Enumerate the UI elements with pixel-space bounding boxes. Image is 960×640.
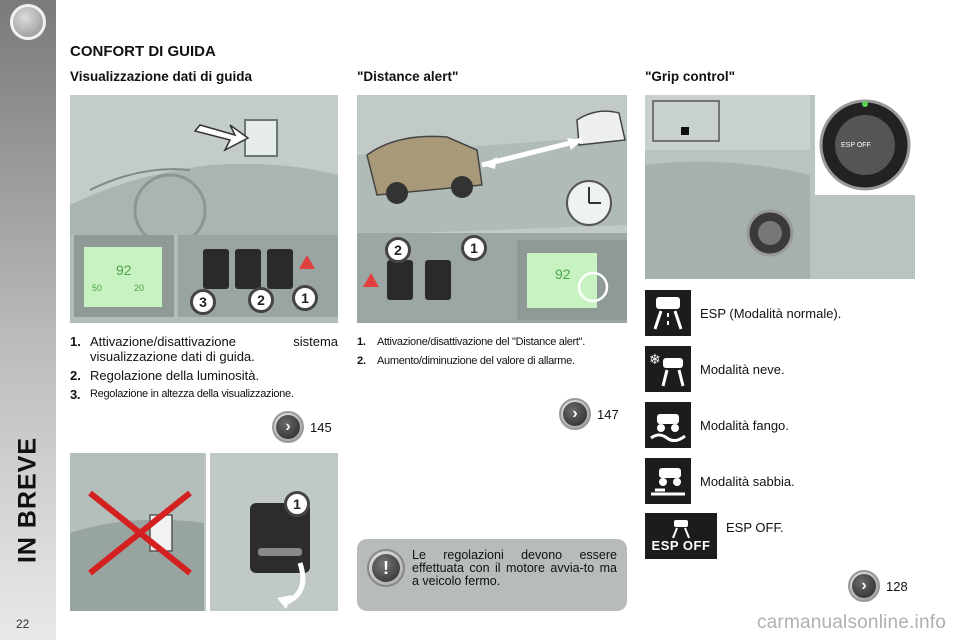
hud-instructions: 1.Attivazione/disattivazione sistema vis… bbox=[70, 334, 338, 406]
chevron-right-icon: › bbox=[852, 574, 876, 598]
cars-distance-drawing: 92 bbox=[357, 95, 627, 323]
snow-mode-icon: ❄ bbox=[645, 346, 691, 392]
sand-mode-icon bbox=[645, 458, 691, 504]
note-text: Le regolazioni devono essere effettuata … bbox=[412, 548, 617, 588]
distance-alert-illustration: 92 2 1 bbox=[357, 95, 627, 323]
hud-illustration: 92 50 20 3 2 1 bbox=[70, 95, 338, 323]
svg-text:20: 20 bbox=[134, 283, 144, 293]
svg-text:92: 92 bbox=[116, 262, 132, 278]
page-reference-147[interactable]: › 147 bbox=[559, 398, 619, 430]
section-tab: IN BREVE bbox=[13, 436, 42, 564]
grip-control-section-title: "Grip control" bbox=[645, 69, 736, 84]
esp-normal-icon bbox=[645, 290, 691, 336]
svg-text:92: 92 bbox=[555, 266, 571, 282]
callout-1: 1 bbox=[461, 235, 487, 261]
list-item: 2.Aumento/diminuzione del valore di alla… bbox=[357, 355, 575, 367]
grip-dial-drawing: ESP OFF bbox=[645, 95, 915, 279]
chevron-right-icon: › bbox=[276, 415, 300, 439]
svg-text:50: 50 bbox=[92, 283, 102, 293]
grip-control-illustration: ESP OFF bbox=[645, 95, 915, 279]
svg-text:❄: ❄ bbox=[649, 352, 661, 368]
callout-3: 3 bbox=[190, 289, 216, 315]
mode-label: ESP (Modalità normale). bbox=[700, 306, 842, 321]
callout-2: 2 bbox=[385, 237, 411, 263]
list-item: 1.Attivazione/disattivazione sistema vis… bbox=[70, 334, 338, 364]
chevron-right-icon: › bbox=[563, 402, 587, 426]
sidebar-tab: IN BREVE 22 bbox=[0, 0, 56, 640]
distance-alert-instructions: 1.Attivazione/disattivazione del "Distan… bbox=[357, 335, 627, 373]
page-reference-128[interactable]: › 128 bbox=[848, 570, 908, 602]
mode-label: Modalità fango. bbox=[700, 418, 789, 433]
hud-height-drawing bbox=[70, 453, 338, 611]
warning-note: ! Le regolazioni devono essere effettuat… bbox=[357, 539, 627, 611]
page-number: 22 bbox=[16, 617, 30, 631]
esp-off-icon: ESP OFF bbox=[645, 513, 717, 559]
callout-1: 1 bbox=[284, 491, 310, 517]
svg-text:ESP OFF: ESP OFF bbox=[841, 142, 871, 149]
distance-alert-section-title: "Distance alert" bbox=[357, 69, 459, 84]
hud-section-title: Visualizzazione dati di guida bbox=[70, 69, 253, 84]
chapter-circle-icon bbox=[10, 4, 46, 40]
mud-mode-icon bbox=[645, 402, 691, 448]
page-title: CONFORT DI GUIDA bbox=[70, 43, 216, 60]
list-item: 1.Attivazione/disattivazione del "Distan… bbox=[357, 336, 586, 348]
hud-height-illustration: 1 bbox=[70, 453, 338, 611]
mode-label: Modalità neve. bbox=[700, 362, 785, 377]
list-item: 2.Regolazione della luminosità. bbox=[70, 368, 260, 383]
mode-label: Modalità sabbia. bbox=[700, 474, 795, 489]
dashboard-hud-drawing: 92 50 20 bbox=[70, 95, 338, 323]
callout-1: 1 bbox=[292, 285, 318, 311]
esp-off-badge: ESP OFF bbox=[651, 538, 711, 553]
page-reference-145[interactable]: › 145 bbox=[272, 411, 332, 443]
callout-2: 2 bbox=[248, 287, 274, 313]
mode-label: ESP OFF. bbox=[726, 520, 784, 535]
watermark: carmanualsonline.info bbox=[756, 612, 946, 633]
exclamation-icon: ! bbox=[367, 549, 405, 587]
list-item: 3.Regolazione in altezza della visualizz… bbox=[70, 387, 294, 402]
